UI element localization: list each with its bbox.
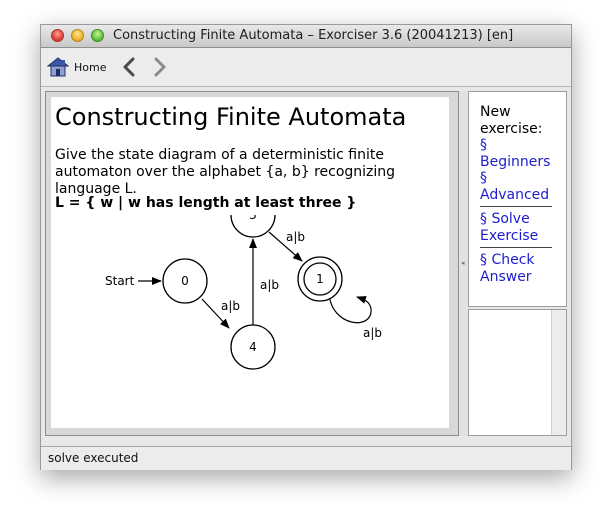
exercise-content: Constructing Finite Automata Give the st…: [51, 97, 449, 428]
sidebar-divider: [480, 206, 552, 207]
window-title: Constructing Finite Automata – Exorciser…: [113, 28, 514, 43]
check-answer-link[interactable]: § Check Answer: [480, 252, 535, 285]
feedback-scroll-strip[interactable]: [551, 310, 566, 435]
page-title: Constructing Finite Automata: [55, 103, 407, 131]
title-bar[interactable]: Constructing Finite Automata – Exorciser…: [41, 25, 571, 48]
exercise-panel: Constructing Finite Automata Give the st…: [45, 91, 459, 436]
state-4[interactable]: 4: [230, 324, 276, 370]
exercise-instruction: Give the state diagram of a deterministi…: [55, 147, 396, 197]
state-3[interactable]: 3: [230, 215, 276, 238]
state-1-label: 1: [316, 272, 324, 286]
sidebar-actions: New exercise: § Beginners § Advanced § S…: [468, 91, 567, 307]
beginners-link[interactable]: § Beginners: [480, 137, 551, 170]
minimize-window-button[interactable]: [71, 29, 84, 42]
advanced-link[interactable]: § Advanced: [480, 170, 550, 203]
transition-label-0-4: a|b: [221, 299, 240, 313]
state-1-accepting[interactable]: 1: [297, 256, 343, 302]
transition-label-4-3: a|b: [260, 278, 279, 292]
state-4-label: 4: [249, 340, 257, 354]
zoom-window-button[interactable]: [91, 29, 104, 42]
transition-label-3-1: a|b: [286, 230, 305, 244]
state-0-label: 0: [181, 274, 189, 288]
home-button[interactable]: Home: [47, 54, 106, 80]
app-window: Constructing Finite Automata – Exorciser…: [40, 24, 572, 470]
state-0[interactable]: 0: [162, 258, 208, 304]
new-exercise-label: New exercise:: [480, 104, 543, 137]
splitter-grip-icon: ◂: [461, 259, 465, 267]
state-3-label: 3: [249, 215, 257, 222]
status-text: solve executed: [48, 451, 139, 465]
home-button-label: Home: [74, 60, 107, 74]
home-icon: [47, 57, 69, 77]
pane-splitter[interactable]: ◂: [459, 91, 468, 436]
transition-1-1[interactable]: [328, 292, 372, 324]
transition-0-4[interactable]: [201, 298, 230, 329]
transition-3-1[interactable]: [268, 231, 303, 262]
chevron-right-icon: [154, 57, 166, 77]
transition-label-1-1: a|b: [363, 326, 382, 340]
language-definition: L = { w | w has length at least three }: [55, 195, 357, 211]
back-button[interactable]: [119, 54, 141, 80]
status-bar: solve executed: [41, 446, 571, 470]
start-label: Start: [105, 274, 135, 288]
sidebar-divider: [480, 247, 552, 248]
sidebar-feedback-panel: [468, 309, 567, 436]
toolbar: Home: [41, 48, 571, 87]
sidebar: New exercise: § Beginners § Advanced § S…: [468, 91, 567, 436]
chevron-left-icon: [123, 57, 135, 77]
close-window-button[interactable]: [51, 29, 64, 42]
solve-exercise-link[interactable]: § Solve Exercise: [480, 211, 539, 244]
forward-button[interactable]: [149, 54, 171, 80]
state-diagram[interactable]: Start a|b a|b a|b a|b 0: [51, 215, 449, 415]
